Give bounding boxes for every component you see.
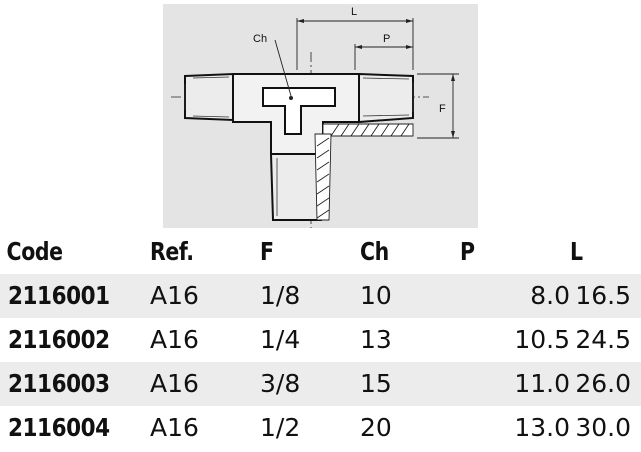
technical-drawing-svg: L P F Ch: [171, 6, 459, 228]
header-ch: Ch: [360, 237, 389, 266]
cell-l: 24.5: [575, 325, 631, 354]
spec-table: Code Ref. F Ch P L 2116001 A16 1/8 10 8.…: [0, 230, 641, 450]
cell-ch: 13: [360, 325, 392, 354]
dimension-lines: [274, 18, 459, 139]
dim-label-p: P: [383, 33, 390, 45]
table-row: 2116003 A16 3/8 15 11.0 26.0: [0, 362, 641, 406]
section-hatch-right: [322, 123, 414, 137]
cell-ref: A16: [150, 325, 199, 354]
cell-p: 10.5: [514, 325, 570, 354]
bottom-thread-end: [269, 153, 325, 221]
header-ref: Ref.: [150, 237, 194, 266]
cell-p: 11.0: [514, 369, 570, 398]
cell-code: 2116004: [8, 413, 110, 442]
cell-l: 16.5: [575, 281, 631, 310]
table-row: 2116001 A16 1/8 10 8.0 16.5: [0, 274, 641, 318]
table-header-row: Code Ref. F Ch P L: [0, 230, 641, 274]
cell-ref: A16: [150, 413, 199, 442]
cell-ch: 20: [360, 413, 392, 442]
cell-f: 1/2: [260, 413, 301, 442]
right-thread-end: [358, 72, 414, 124]
cell-f: 1/4: [260, 325, 301, 354]
header-code: Code: [6, 237, 63, 266]
cell-ref: A16: [150, 281, 199, 310]
cell-code: 2116003: [8, 369, 110, 398]
left-thread-end: [184, 72, 234, 122]
cell-l: 30.0: [575, 413, 631, 442]
table-row: 2116004 A16 1/2 20 13.0 30.0: [0, 406, 641, 450]
cell-ref: A16: [150, 369, 199, 398]
cell-ch: 15: [360, 369, 392, 398]
cell-p: 13.0: [514, 413, 570, 442]
cell-f: 1/8: [260, 281, 301, 310]
dim-label-ch: Ch: [253, 33, 267, 45]
cell-code: 2116002: [8, 325, 110, 354]
dim-label-l: L: [351, 6, 357, 18]
section-hatch-bottom: [314, 133, 332, 221]
cell-f: 3/8: [260, 369, 301, 398]
hex-socket: [262, 87, 336, 135]
cell-ch: 10: [360, 281, 392, 310]
cell-l: 26.0: [575, 369, 631, 398]
header-f: F: [260, 237, 274, 266]
cell-p: 8.0: [530, 281, 570, 310]
header-p: P: [460, 237, 475, 266]
table-row: 2116002 A16 1/4 13 10.5 24.5: [0, 318, 641, 362]
tee-fitting-drawing: L P F Ch: [163, 4, 478, 228]
cell-code: 2116001: [8, 281, 110, 310]
dim-label-f: F: [439, 103, 446, 115]
header-l: L: [570, 237, 583, 266]
